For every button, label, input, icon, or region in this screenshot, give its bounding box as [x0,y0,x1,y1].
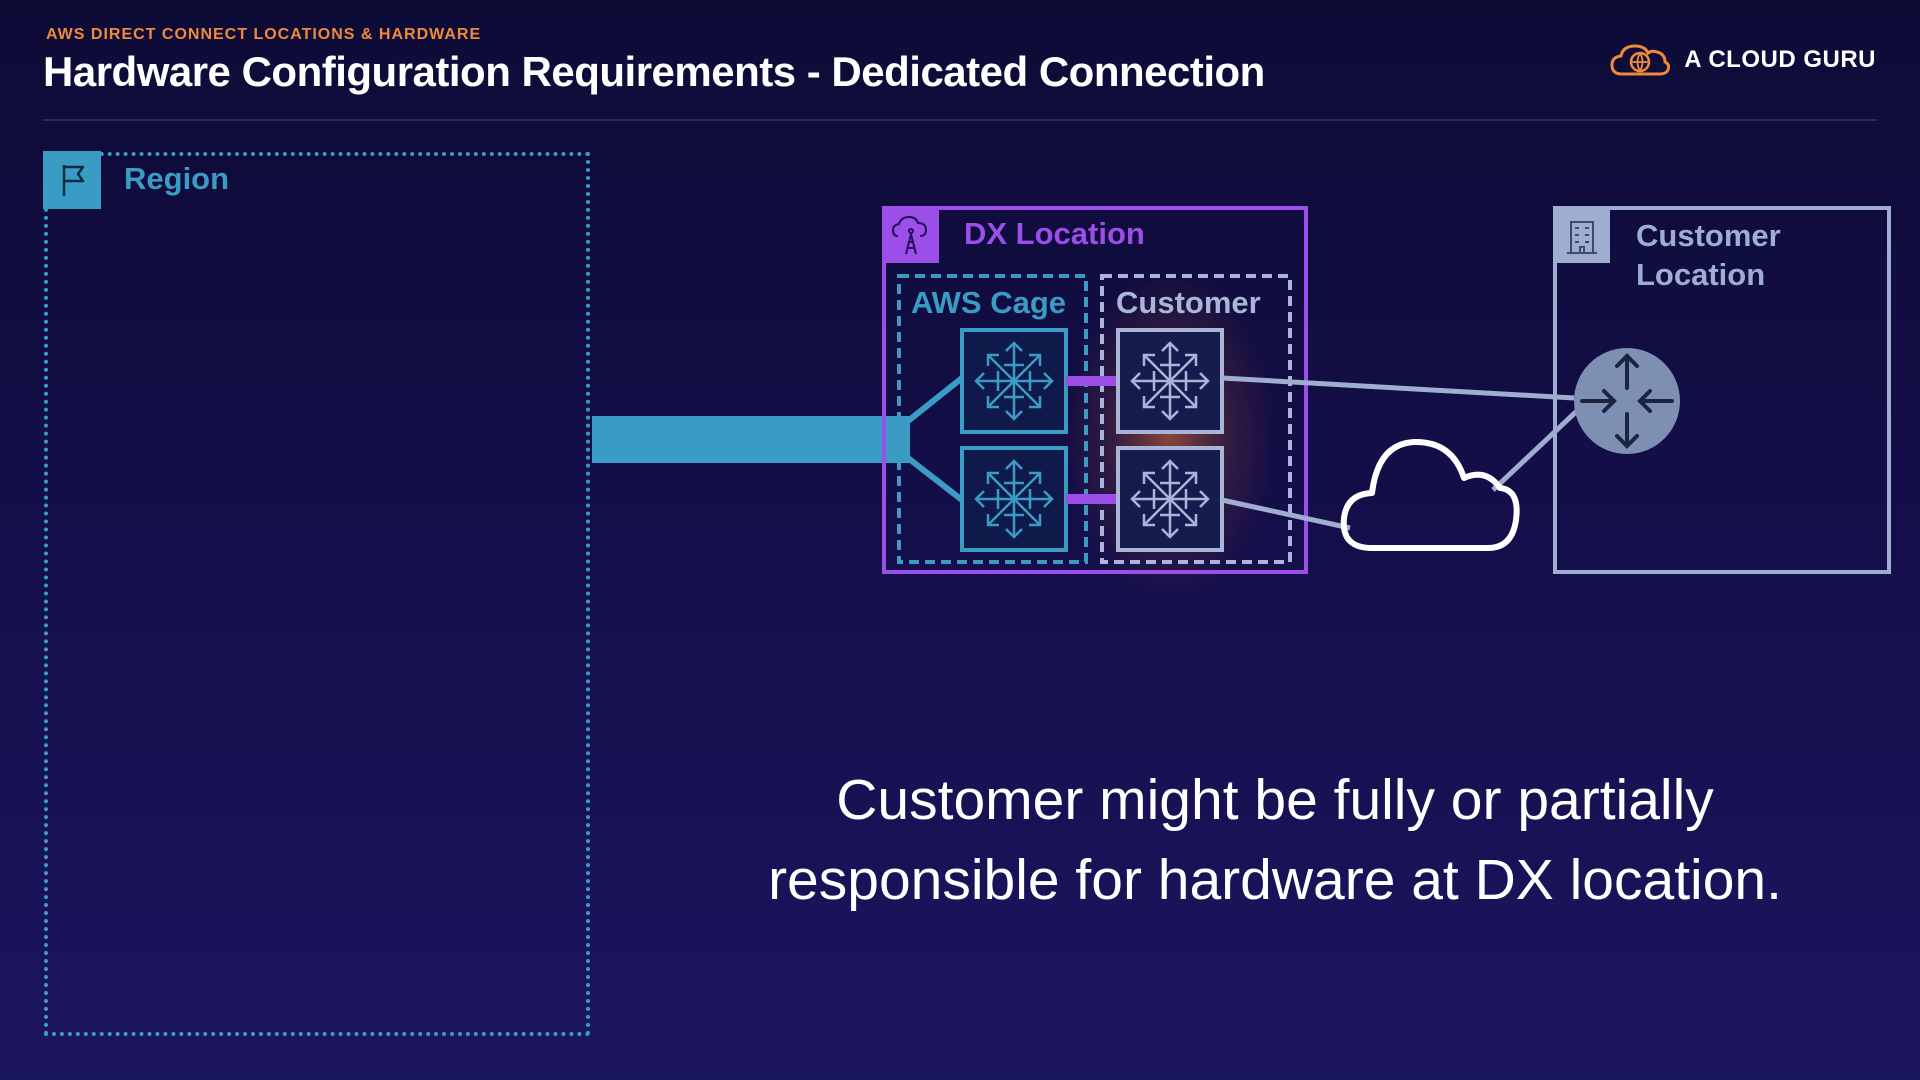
link-cloud-to-router [1491,406,1582,492]
caption-line-2: responsible for hardware at DX location. [768,848,1782,912]
building-icon [1567,221,1597,254]
region-label: Region [124,161,230,196]
customer-cage-boundary [1100,274,1292,564]
cross-connect-top [1066,376,1118,386]
link-to-cloud [1221,497,1351,531]
flag-icon [43,151,101,209]
dx-location-boundary [882,206,1308,574]
aws-switch-top [960,328,1068,434]
dx-location-label: DX Location [964,216,1145,251]
router-icon [1574,348,1680,454]
aws-cage-label: AWS Cage [911,285,1067,320]
cross-connect-bottom [1066,494,1118,504]
customer-switch-bottom [1116,446,1224,552]
customer-cage-label: Customer [1116,285,1261,320]
brand-logo: A CLOUD GURU [1608,40,1876,80]
customer-switch-top [1116,328,1224,434]
header-divider [43,119,1877,121]
aws-switch-bottom [960,446,1068,552]
section-kicker: AWS DIRECT CONNECT LOCATIONS & HARDWARE [46,26,482,43]
customer-location-label-line1: Customer [1636,218,1781,253]
customer-location-boundary [1553,206,1891,574]
brand-name: A CLOUD GURU [1684,46,1876,73]
dedicated-connection-link [592,416,910,463]
link-fork [906,375,964,503]
cloud-tower-icon [891,215,928,255]
region-boundary [44,152,590,1036]
aws-cage-boundary [897,274,1088,564]
customer-location-label: Customer Location [1636,216,1856,294]
link-direct [1221,375,1575,401]
slide-title: Hardware Configuration Requirements - De… [43,48,1265,95]
customer-location-icon-bg [1555,208,1610,263]
slide-caption: Customer might be fully or partially res… [700,760,1850,920]
cloud-icon [1340,438,1520,551]
caption-line-1: Customer might be fully or partially [836,768,1714,832]
cloud-logo-icon [1610,44,1671,76]
customer-location-label-line2: Location [1636,257,1766,292]
